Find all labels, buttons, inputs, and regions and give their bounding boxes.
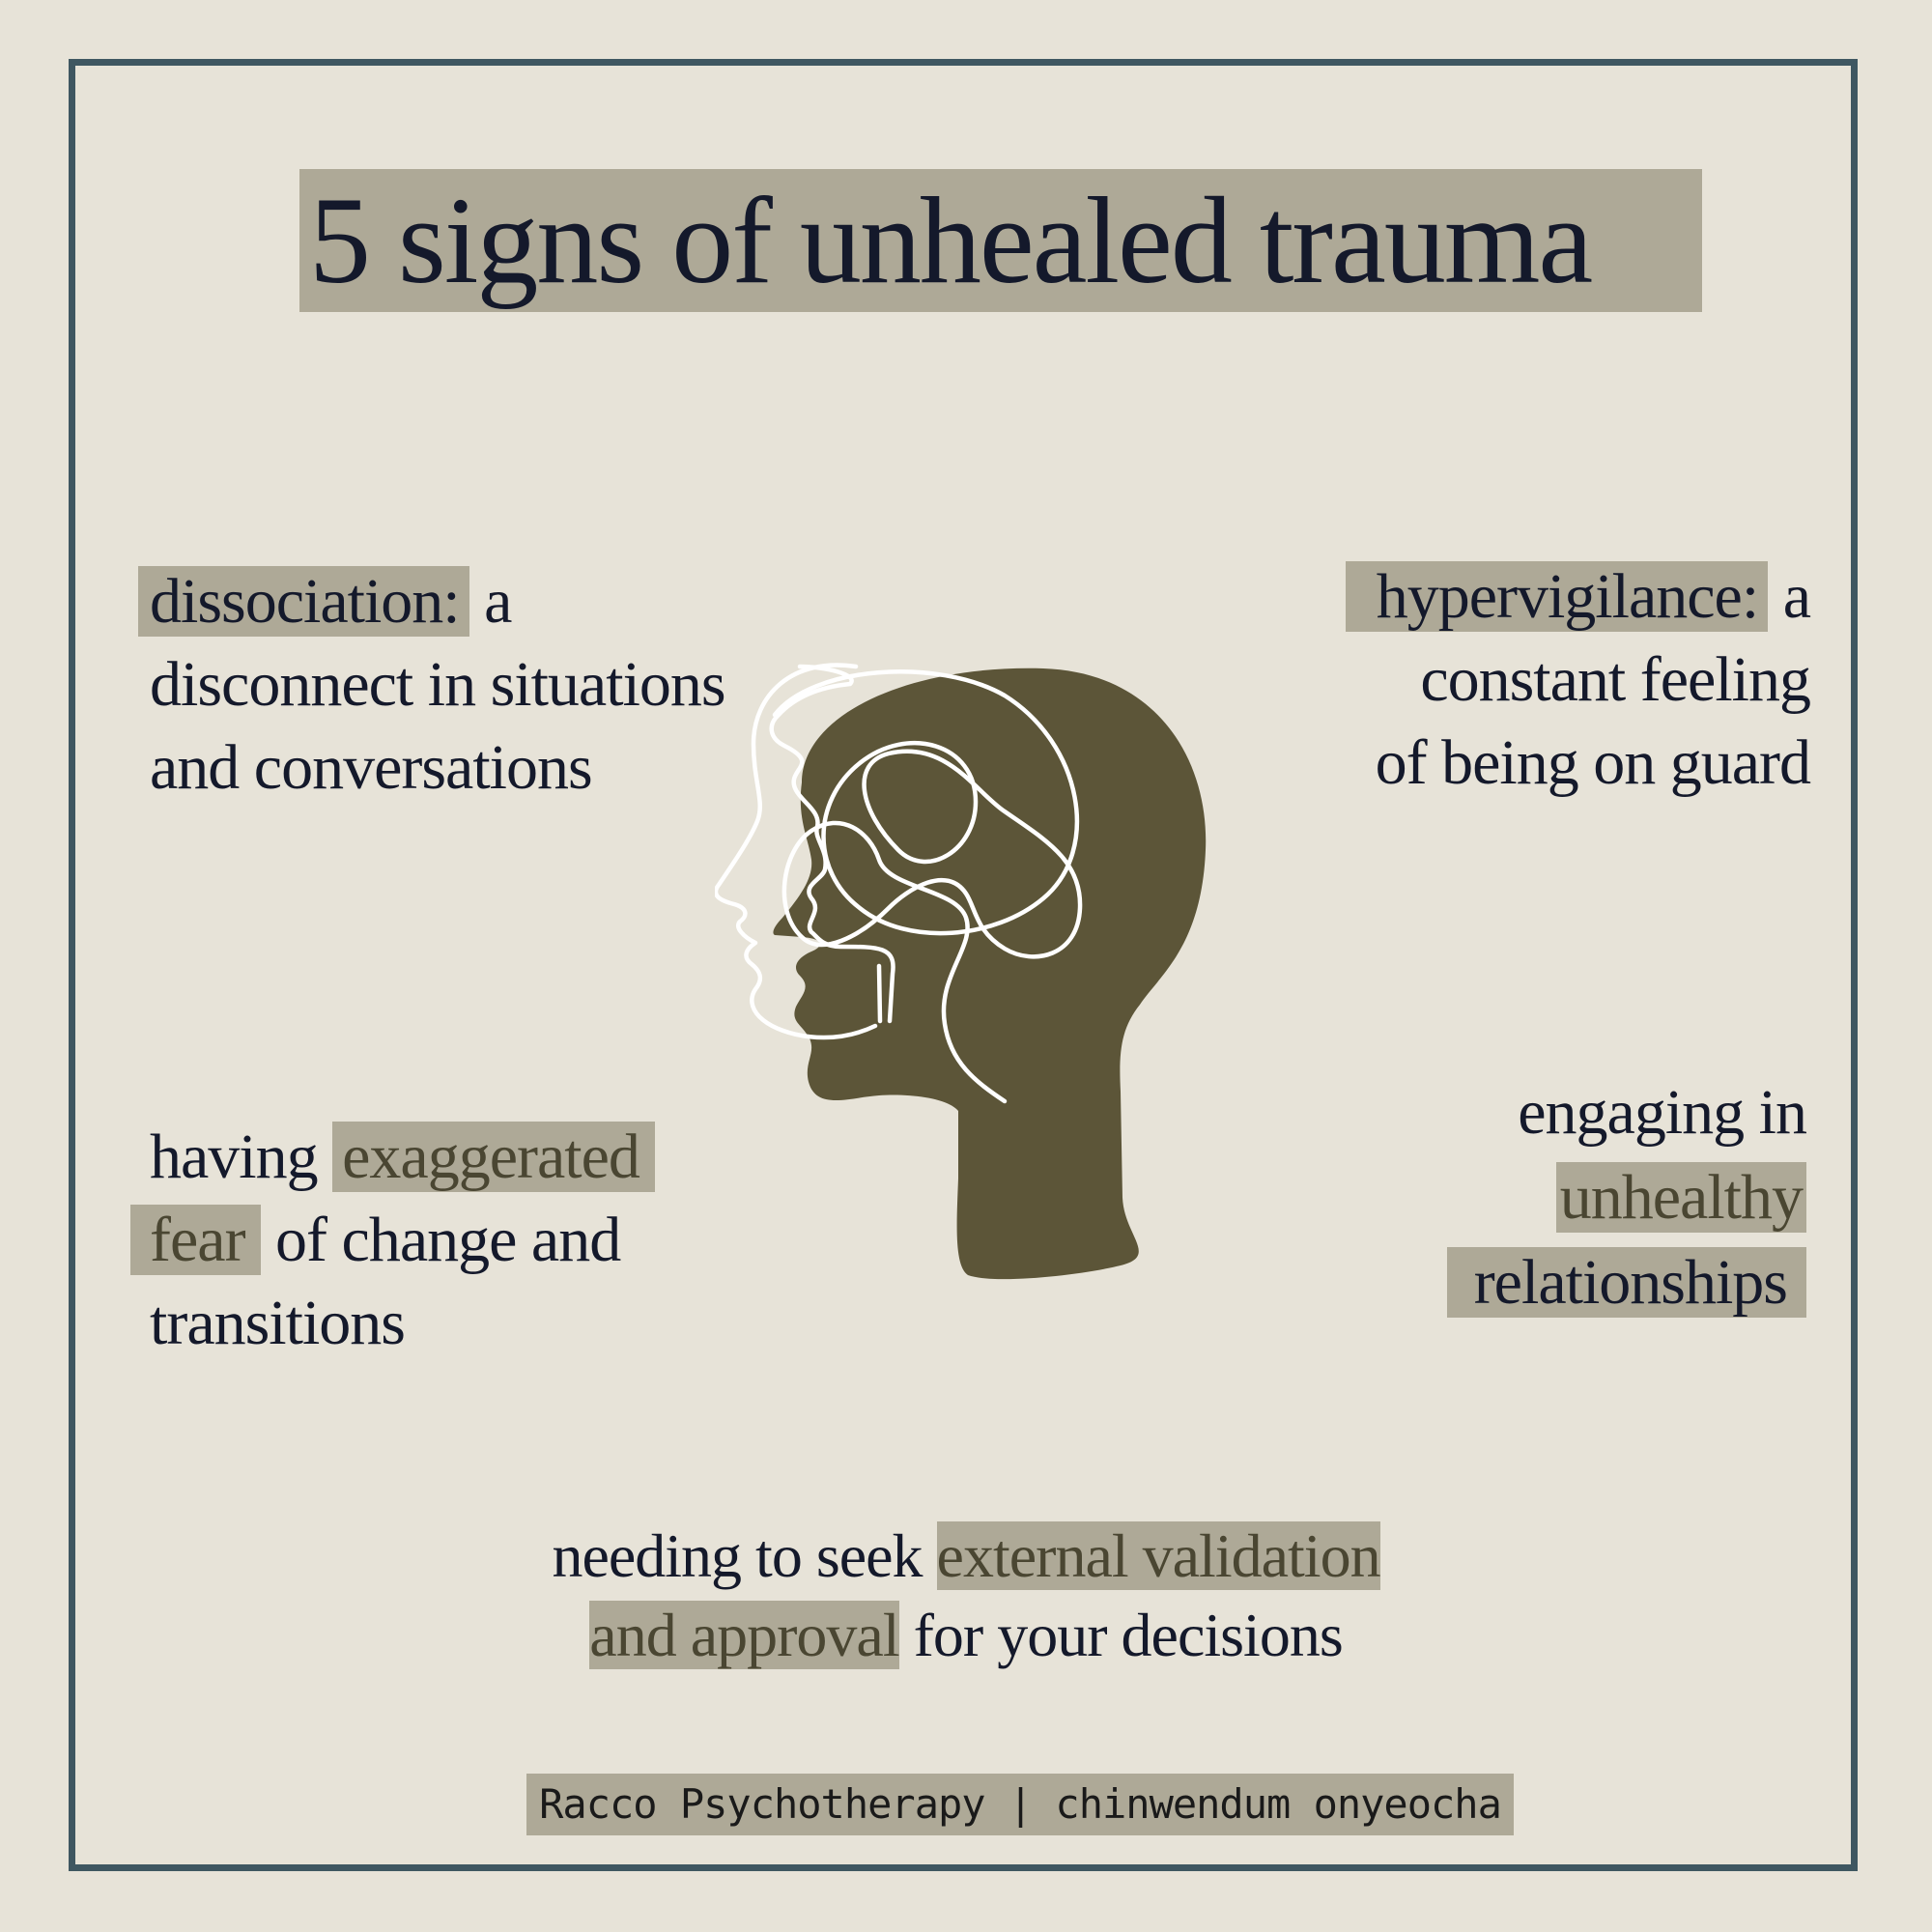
- sign-relationships-highlight2: relationships: [1446, 1247, 1806, 1318]
- head-shape: [773, 668, 1207, 1280]
- sign-hypervigilance: hypervigilance: a constant feeling of be…: [1345, 555, 1811, 805]
- sign-dissociation-line1-rest: a: [469, 566, 512, 637]
- sign-validation-highlight1: external validation: [936, 1521, 1381, 1590]
- sign-relationships-line2: unhealthy: [1447, 1155, 1806, 1240]
- tangled-thought-line-icon: [772, 669, 1083, 1104]
- sign-relationships-highlight1: unhealthy: [1555, 1162, 1806, 1233]
- sign-hypervigilance-line3: of being on guard: [1375, 727, 1811, 798]
- sign-dissociation-line3: and conversations: [150, 732, 593, 803]
- sign-validation-line2: and approval for your decisions: [0, 1596, 1932, 1675]
- sign-validation-highlight2: and approval: [589, 1601, 900, 1669]
- sign-fear-highlight2: fear: [130, 1205, 261, 1275]
- face-outline-line: [769, 664, 895, 1024]
- sign-hypervigilance-line2: constant feeling: [1420, 644, 1811, 715]
- sign-fear-line2: fear of change and: [130, 1199, 655, 1282]
- sign-unhealthy-relationships: engaging in unhealthy relationships: [1446, 1070, 1807, 1325]
- sign-fear-line1: having exaggerated: [150, 1116, 655, 1199]
- page-title: 5 signs of unhealed trauma: [299, 169, 1702, 312]
- page-frame: [69, 59, 1858, 1871]
- face-profile-line: [715, 663, 883, 1040]
- sign-dissociation: dissociation: a disconnect in situations…: [138, 560, 726, 810]
- sign-hypervigilance-line1-rest: a: [1768, 561, 1811, 632]
- sign-dissociation-term: dissociation:: [138, 566, 469, 637]
- sign-fear-lead: having: [150, 1122, 333, 1192]
- sign-hypervigilance-line1: hypervigilance: a: [1345, 555, 1811, 639]
- sign-dissociation-line1: dissociation: a: [138, 560, 725, 643]
- footer-credit: Racco Psychotherapy | chinwendum onyeoch…: [526, 1774, 1514, 1835]
- sign-fear-of-change: having exaggerated fear of change and tr…: [130, 1116, 655, 1365]
- sign-relationships-line1: engaging in: [1518, 1077, 1807, 1148]
- sign-fear-rest2: of change and: [260, 1205, 621, 1275]
- sign-relationships-line3: relationships: [1446, 1240, 1806, 1325]
- sign-validation-line1: needing to seek external validation: [0, 1517, 1932, 1596]
- sign-external-validation: needing to seek external validation and …: [0, 1517, 1932, 1675]
- sign-fear-highlight1: exaggerated: [332, 1122, 655, 1192]
- head-silhouette-icon: [715, 663, 1207, 1280]
- sign-hypervigilance-term: hypervigilance:: [1345, 561, 1769, 632]
- sign-fear-line3: transitions: [150, 1288, 406, 1358]
- sign-validation-lead: needing to seek: [552, 1521, 937, 1590]
- sign-validation-rest2: for your decisions: [898, 1601, 1344, 1669]
- sign-dissociation-line2: disconnect in situations: [150, 649, 726, 720]
